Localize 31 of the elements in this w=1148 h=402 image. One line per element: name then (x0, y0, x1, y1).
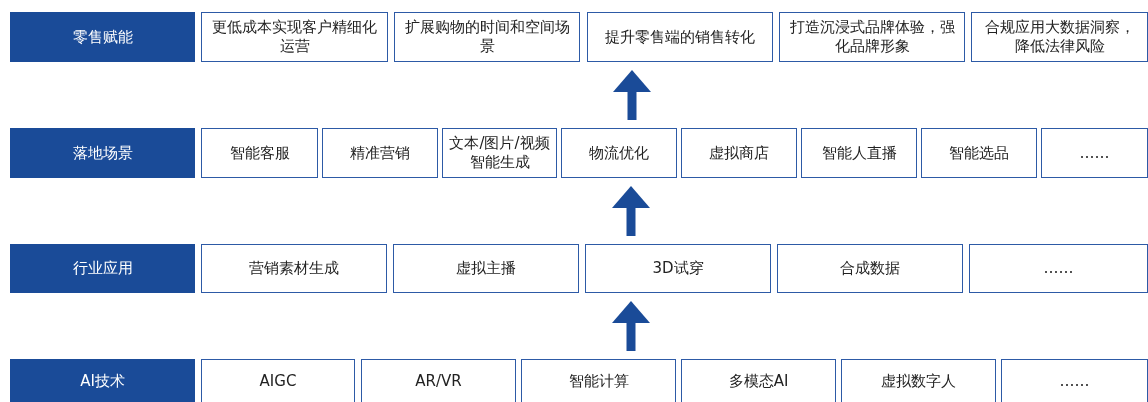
layer-header: 零售赋能 (10, 12, 195, 62)
arrow (612, 186, 650, 236)
item-box: AIGC (201, 359, 355, 402)
item-box: 虚拟商店 (681, 128, 797, 178)
item-box: 智能计算 (521, 359, 676, 402)
item-box: 合成数据 (777, 244, 963, 293)
item-box: 智能人直播 (801, 128, 917, 178)
item-box: …… (1041, 128, 1148, 178)
layer-header: AI技术 (10, 359, 195, 402)
layer-header: 落地场景 (10, 128, 195, 178)
item-box: 更低成本实现客户精细化运营 (201, 12, 388, 62)
arrow (613, 70, 651, 120)
item-box: 打造沉浸式品牌体验，强化品牌形象 (779, 12, 965, 62)
arrow (612, 301, 650, 351)
item-box: 扩展购物的时间和空间场景 (394, 12, 580, 62)
item-box: 合规应用大数据洞察，降低法律风险 (971, 12, 1148, 62)
item-box: 3D试穿 (585, 244, 771, 293)
item-box: 虚拟数字人 (841, 359, 996, 402)
item-box: 物流优化 (561, 128, 677, 178)
item-box: …… (969, 244, 1148, 293)
item-box: AR/VR (361, 359, 516, 402)
item-box: …… (1001, 359, 1148, 402)
item-box: 虚拟主播 (393, 244, 579, 293)
layer-header: 行业应用 (10, 244, 195, 293)
item-box: 营销素材生成 (201, 244, 387, 293)
item-box: 多模态AI (681, 359, 836, 402)
item-box: 智能客服 (201, 128, 318, 178)
item-box: 精准营销 (322, 128, 438, 178)
item-box: 提升零售端的销售转化 (587, 12, 773, 62)
item-box: 智能选品 (921, 128, 1037, 178)
item-box: 文本/图片/视频智能生成 (442, 128, 557, 178)
